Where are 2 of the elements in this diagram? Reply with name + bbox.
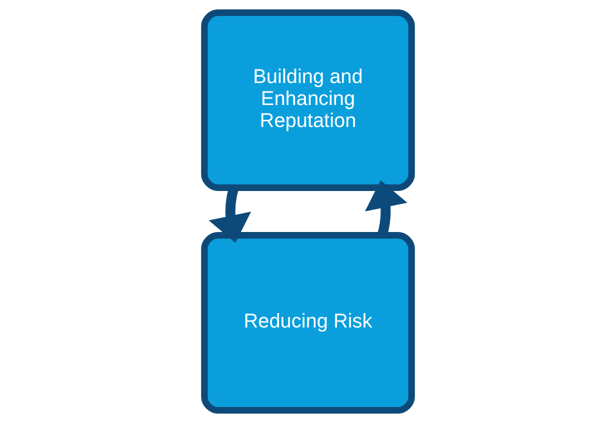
node-box: Reducing Risk [200,232,414,414]
node-box: Building and Enhancing Reputation [200,9,414,191]
